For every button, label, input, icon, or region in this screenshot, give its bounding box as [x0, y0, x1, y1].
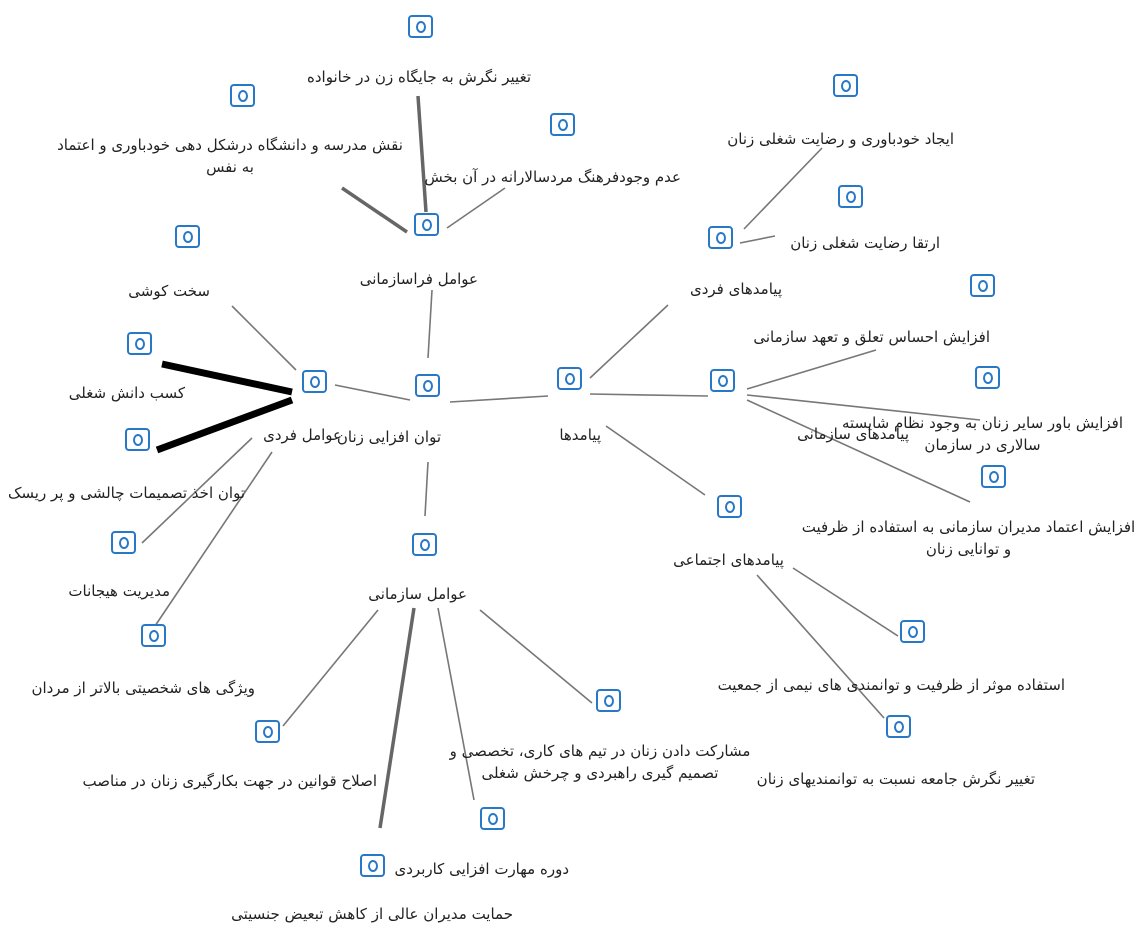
label-manager-trust: افزایش اعتماد مدیران سازمانی به استفاده …	[801, 518, 1136, 558]
edge-socialout-society	[756, 574, 885, 719]
node-icon[interactable]	[708, 226, 733, 249]
edge-indivout-confidence	[743, 147, 823, 230]
label-org-factors: عوامل سازمانی	[368, 585, 467, 603]
node-icon[interactable]	[717, 495, 742, 518]
edge-socialout-capacity	[792, 567, 899, 637]
edge-center-outcomes	[449, 395, 549, 403]
label-job-satisfaction: ارتقا رضایت شغلی زنان	[790, 234, 940, 252]
node-icon[interactable]	[127, 332, 152, 355]
node-icon[interactable]	[900, 620, 925, 643]
label-emotion-mgmt: مدیریت هیجانات	[68, 582, 170, 600]
label-outcomes: پیامدها	[559, 426, 601, 444]
node-icon[interactable]	[302, 370, 327, 393]
node-icon[interactable]	[886, 715, 911, 738]
edge-indiv-knowledge	[161, 360, 293, 396]
edge-indiv-personality	[154, 451, 273, 627]
edge-orgout-meritocracy	[746, 394, 981, 421]
edge-org-manager-support	[378, 607, 416, 829]
node-icon[interactable]	[255, 720, 280, 743]
edge-out-indivout	[589, 304, 669, 379]
node-icon[interactable]	[981, 465, 1006, 488]
label-school-role: نقش مدرسه و دانشگاه درشکل دهی خودباوری و…	[57, 136, 403, 176]
label-personality: ویژگی های شخصیتی بالاتر از مردان	[31, 679, 255, 697]
label-self-confidence: ایجاد خودباوری و رضایت شغلی زنان	[727, 130, 954, 148]
edge-meta-school	[341, 186, 408, 234]
node-icon[interactable]	[970, 274, 995, 297]
node-icon[interactable]	[414, 213, 439, 236]
edge-orgout-commitment	[746, 349, 877, 390]
label-capacity-use: استفاده موثر از ظرفیت و توانمندی های نیم…	[717, 676, 1065, 694]
label-job-knowledge: کسب دانش شغلی	[68, 384, 185, 402]
label-meta-factors: عوامل فراسازمانی	[359, 270, 478, 288]
edge-org-skill	[437, 607, 475, 801]
edge-indiv-risky	[155, 396, 294, 454]
node-icon[interactable]	[596, 689, 621, 712]
edge-center-meta	[427, 289, 433, 359]
node-icon[interactable]	[975, 366, 1000, 389]
edge-meta-patriarchy	[446, 187, 506, 229]
node-icon[interactable]	[415, 374, 440, 397]
edge-orgout-trust	[746, 399, 971, 503]
node-icon[interactable]	[838, 185, 863, 208]
node-icon[interactable]	[141, 624, 166, 647]
label-center: توان افزایی زنان	[336, 428, 441, 446]
node-icon[interactable]	[125, 428, 150, 451]
label-hard-work: سخت کوشی	[128, 282, 210, 300]
node-icon[interactable]	[710, 369, 735, 392]
edge-center-org	[424, 461, 429, 517]
label-society-view: تغییر نگرش جامعه نسبت به توانمندیهای زنا…	[756, 770, 1035, 788]
edge-out-orgout	[589, 393, 709, 397]
node-icon[interactable]	[175, 225, 200, 248]
node-icon[interactable]	[833, 74, 858, 97]
label-org-outcomes: پیامدهای سازمانی	[797, 425, 909, 443]
label-law-reform: اصلاح قوانین در جهت بکارگیری زنان در منا…	[82, 772, 377, 790]
node-icon[interactable]	[408, 15, 433, 38]
label-risky-decisions: توان اخذ تصمیمات چالشی و پر ریسک	[8, 484, 245, 502]
label-skill-course: دوره مهارت افزایی کاربردی	[394, 860, 570, 878]
label-manager-support: حمایت مدیران عالی از کاهش تبعیض جنسیتی	[231, 905, 513, 923]
label-social-outcomes: پیامدهای اجتماعی	[673, 551, 784, 569]
label-individual-factors: عوامل فردی	[263, 426, 342, 444]
node-icon[interactable]	[480, 807, 505, 830]
edge-indivout-satisfaction	[739, 235, 776, 244]
edge-indiv-hardwork	[231, 305, 297, 371]
edge-meta-family	[416, 95, 428, 213]
node-icon[interactable]	[111, 531, 136, 554]
edge-org-law	[282, 609, 379, 727]
node-icon[interactable]	[412, 533, 437, 556]
label-patriarchy: عدم وجودفرهنگ مردسالارانه در آن بخش	[424, 168, 681, 186]
label-individual-outcomes: پیامدهای فردی	[689, 280, 782, 298]
edge-center-individual	[334, 384, 411, 401]
node-icon[interactable]	[360, 854, 385, 877]
node-icon[interactable]	[230, 84, 255, 107]
node-icon[interactable]	[557, 367, 582, 390]
node-icon[interactable]	[550, 113, 575, 136]
edge-out-socialout	[605, 425, 706, 496]
edge-org-team	[479, 609, 593, 704]
label-commitment: افزایش احساس تعلق و تعهد سازمانی	[753, 328, 990, 346]
label-team-participation: مشارکت دادن زنان در تیم های کاری، تخصصی …	[449, 742, 751, 782]
label-meritocracy: افزایش باور سایر زنان به وجود نظام شایست…	[841, 414, 1124, 454]
label-family-view: تغییر نگرش به جایگاه زن در خانواده	[307, 68, 531, 86]
edge-indiv-emotion	[141, 437, 253, 544]
